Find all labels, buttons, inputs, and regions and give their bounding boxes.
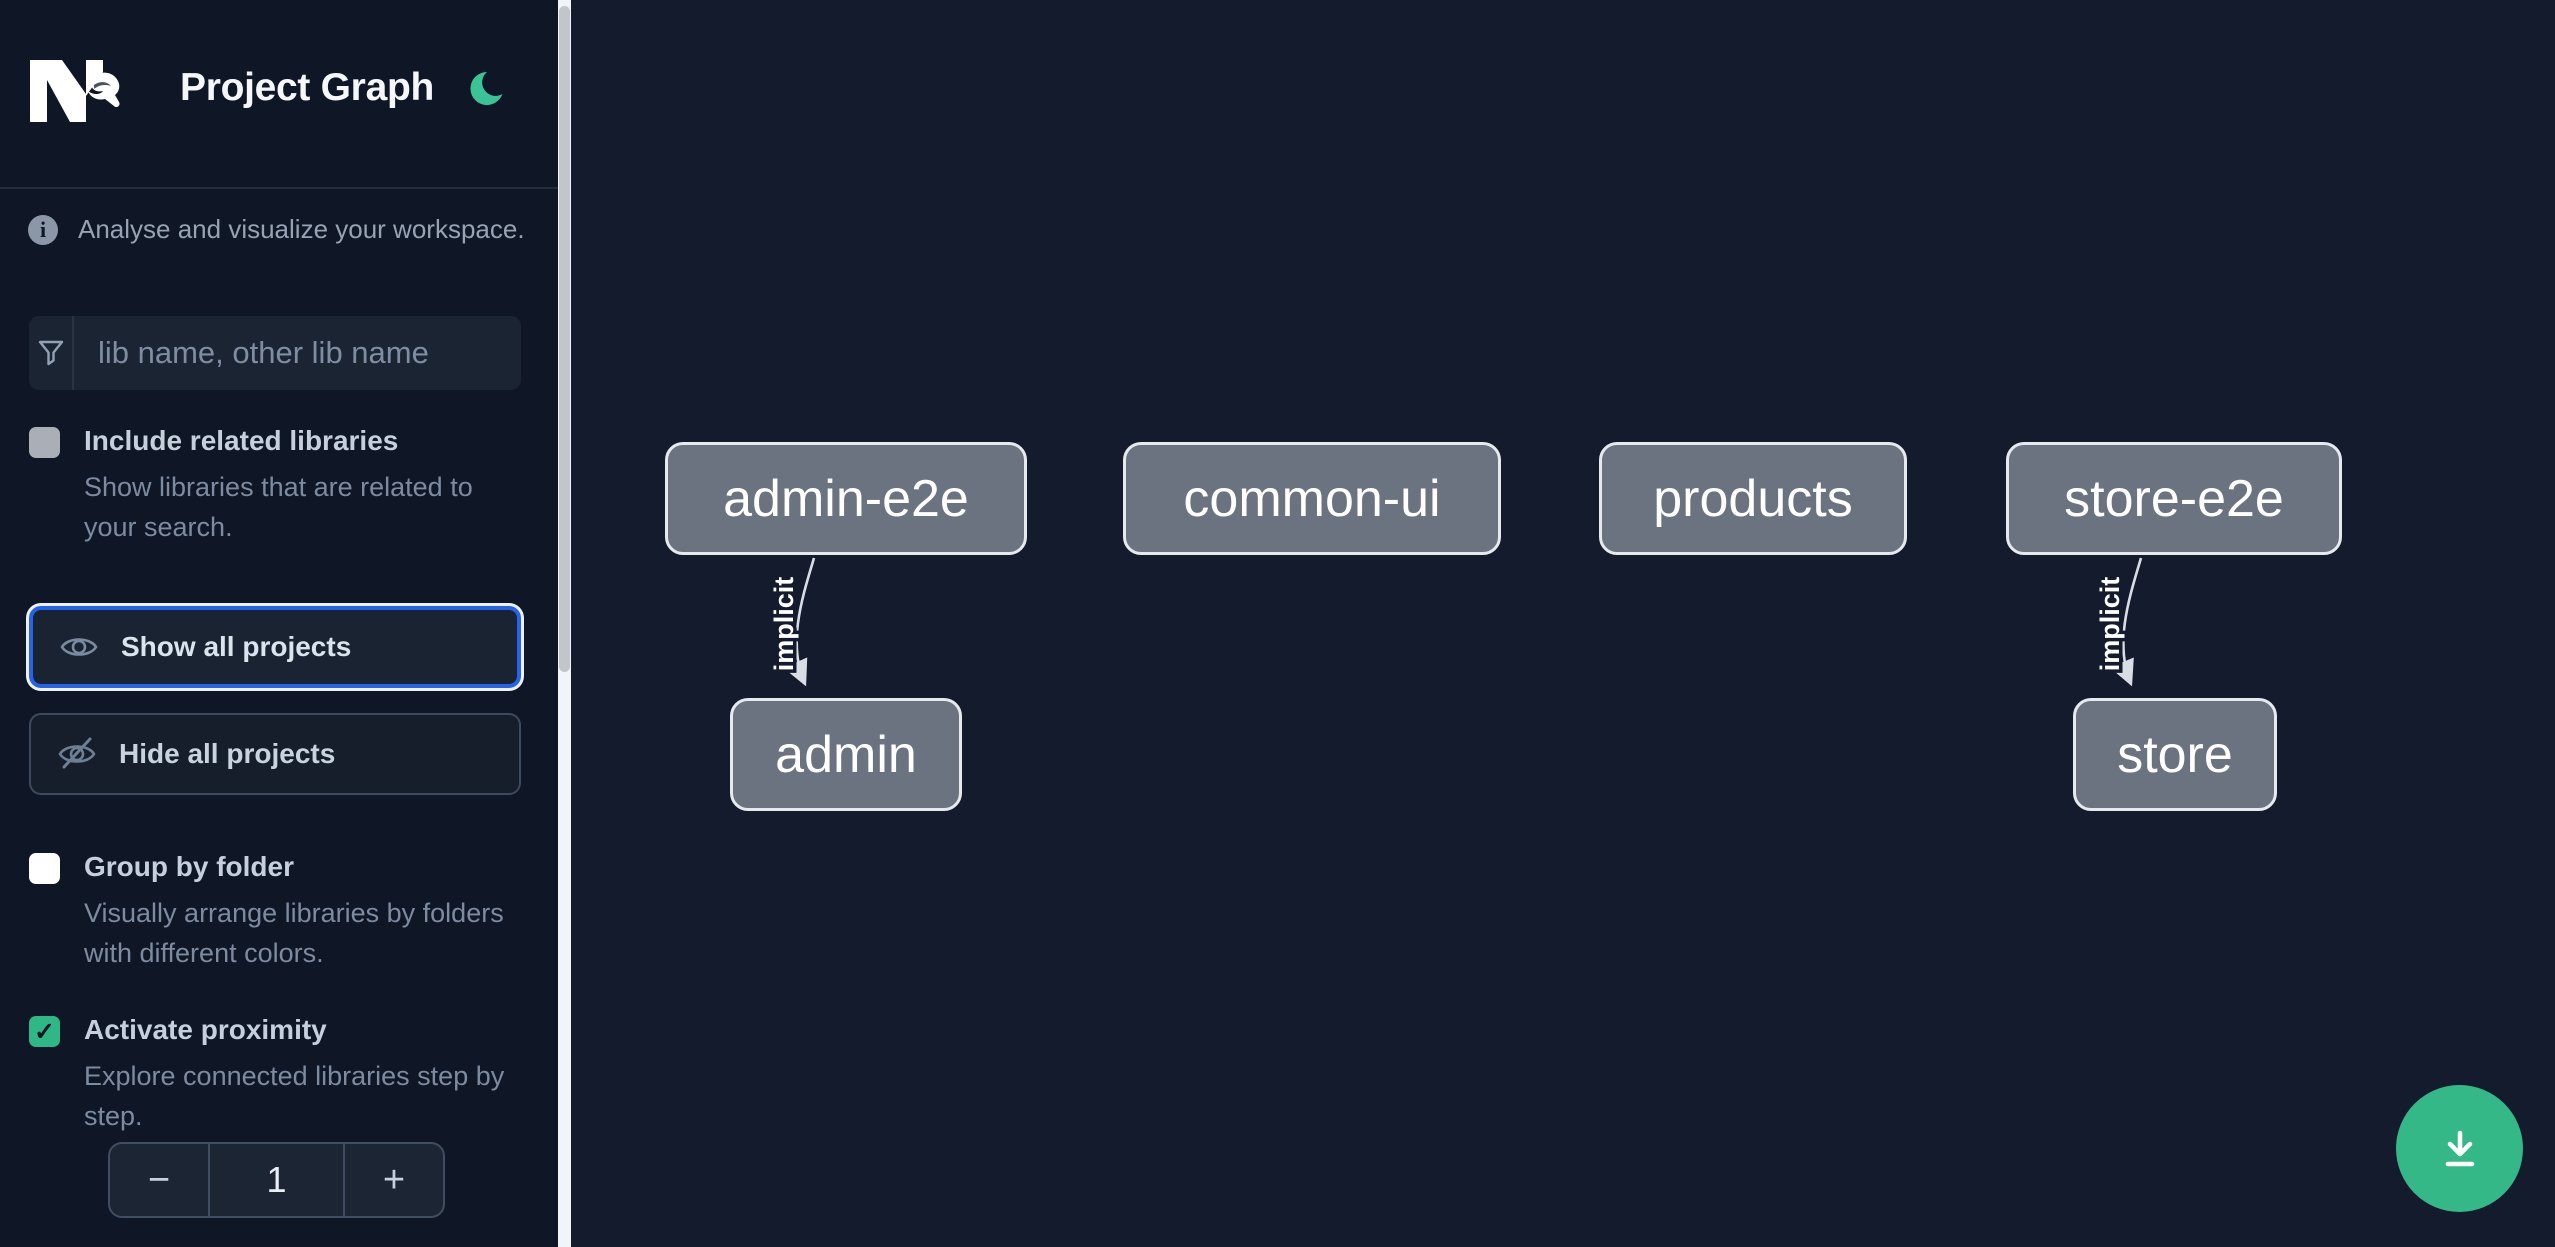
eye-icon	[60, 638, 98, 656]
download-graph-button[interactable]	[2396, 1085, 2523, 1212]
node-admin[interactable]: admin	[730, 698, 962, 811]
project-graph-canvas[interactable]: implicit implicit admin-e2e common-ui pr…	[571, 0, 2555, 1247]
info-icon: i	[28, 214, 58, 245]
decrement-button[interactable]: −	[147, 1158, 171, 1201]
group-by-folder-checkbox[interactable]	[29, 853, 60, 884]
sidebar: Project Graph i Analyse and visualize yo…	[0, 0, 558, 1247]
eye-off-icon	[58, 737, 96, 769]
show-all-projects-button[interactable]: Show all projects	[29, 606, 521, 688]
graph-edges: implicit implicit	[766, 557, 2143, 687]
hide-all-label: Hide all projects	[119, 738, 336, 769]
increment-button[interactable]: +	[382, 1158, 406, 1201]
node-store[interactable]: store	[2073, 698, 2277, 811]
filter-input[interactable]	[74, 316, 521, 390]
funnel-icon	[29, 316, 74, 390]
option-description: Show libraries that are related to your …	[84, 472, 473, 542]
option-label: Group by folder	[84, 851, 294, 882]
edge-label: implicit	[769, 577, 799, 672]
moon-icon[interactable]	[462, 66, 510, 114]
option-label: Include related libraries	[84, 425, 399, 456]
node-common-ui[interactable]: common-ui	[1123, 442, 1501, 555]
depth-value: 1	[208, 1144, 345, 1216]
node-products[interactable]: products	[1599, 442, 1907, 555]
page-title: Project Graph	[180, 66, 434, 109]
proximity-depth-stepper: − 1 +	[108, 1142, 445, 1218]
sidebar-scrollbar-thumb[interactable]	[559, 6, 570, 672]
download-icon	[2445, 1130, 2474, 1166]
filter-box	[29, 316, 521, 390]
workspace-intro: i Analyse and visualize your workspace.	[28, 214, 525, 245]
include-related-checkbox[interactable]	[29, 427, 60, 458]
node-store-e2e[interactable]: store-e2e	[2006, 442, 2342, 555]
edge-label: implicit	[2095, 577, 2125, 672]
show-all-label: Show all projects	[121, 631, 352, 662]
edge-admin-e2e-admin	[783, 557, 816, 687]
node-admin-e2e[interactable]: admin-e2e	[665, 442, 1027, 555]
hide-all-projects-button[interactable]: Hide all projects	[29, 713, 521, 795]
nx-logo	[30, 60, 120, 122]
intro-text: Analyse and visualize your workspace.	[78, 214, 525, 244]
edge-store-e2e-store	[2109, 557, 2143, 687]
option-description: Visually arrange libraries by folders wi…	[84, 898, 504, 968]
sidebar-scrollbar-track[interactable]	[558, 0, 571, 1247]
activate-proximity-checkbox[interactable]: ✓	[29, 1016, 60, 1047]
option-label: Activate proximity	[84, 1014, 327, 1045]
sidebar-header: Project Graph	[0, 0, 558, 189]
option-description: Explore connected libraries step by step…	[84, 1061, 505, 1131]
